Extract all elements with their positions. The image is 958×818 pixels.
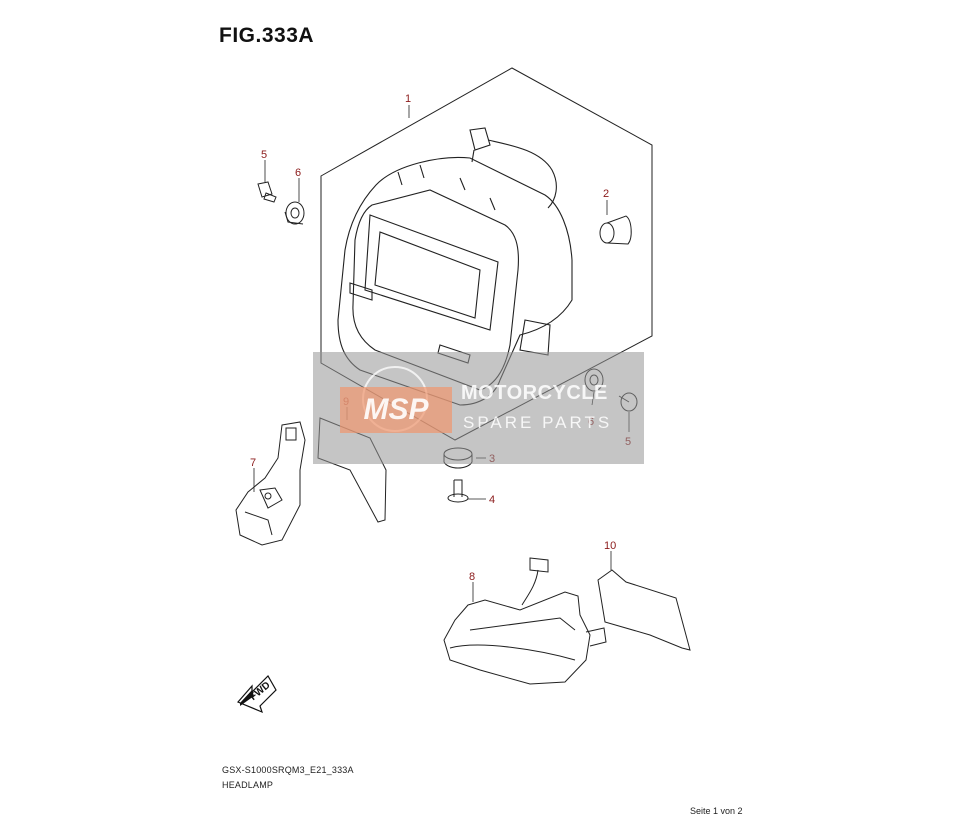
plate-part-10 bbox=[597, 569, 691, 651]
position-lamp-part-8 bbox=[443, 557, 607, 685]
callout-6-upper: 6 bbox=[295, 167, 301, 179]
callout-2: 2 bbox=[603, 188, 609, 200]
callout-10: 10 bbox=[604, 540, 616, 552]
callout-5-upper: 5 bbox=[261, 149, 267, 161]
watermark-logo: MSP bbox=[340, 387, 452, 433]
grommet-part-6-upper bbox=[284, 201, 305, 225]
diagram-name: HEADLAMP bbox=[222, 780, 274, 790]
callout-1: 1 bbox=[405, 93, 411, 105]
watermark-line1: MOTORCYCLE bbox=[461, 382, 608, 404]
bolt-part-4 bbox=[447, 479, 469, 503]
stay-part-7 bbox=[235, 421, 306, 546]
screw-part-5-upper bbox=[257, 181, 277, 203]
page-indicator: Seite 1 von 2 bbox=[690, 806, 743, 816]
callout-8: 8 bbox=[469, 571, 475, 583]
callout-4: 4 bbox=[489, 494, 495, 506]
grommet-part-2 bbox=[599, 215, 632, 245]
figure-title: FIG.333A bbox=[219, 24, 315, 47]
fwd-arrow-icon: FWD bbox=[236, 675, 277, 714]
diagram-code: GSX-S1000SRQM3_E21_333A bbox=[222, 765, 354, 775]
watermark-line2: SPARE PARTS bbox=[463, 413, 613, 432]
callout-7: 7 bbox=[250, 457, 256, 469]
